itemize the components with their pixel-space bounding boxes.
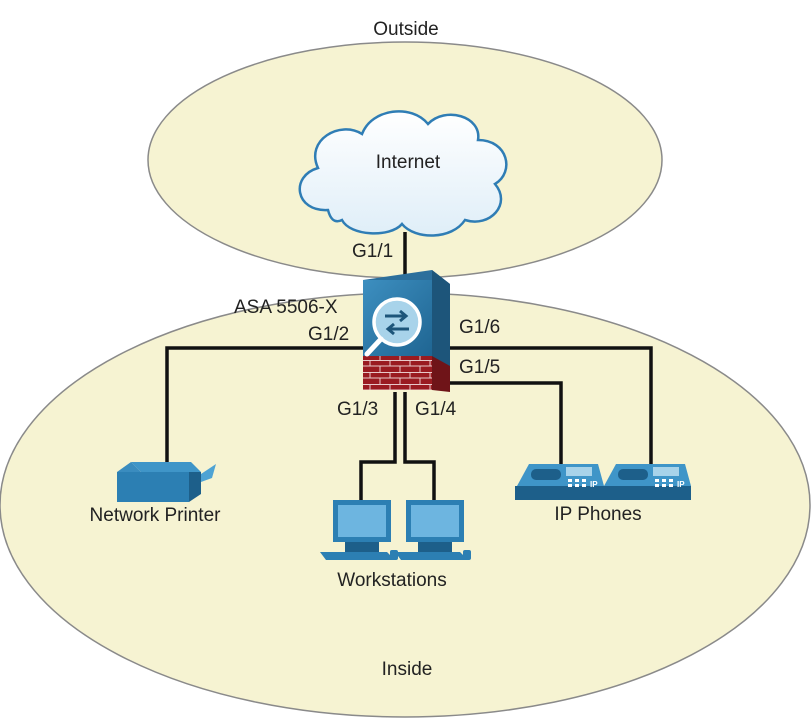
workstation-icon [320,500,398,560]
port-label-g1-6: G1/6 [459,317,501,338]
workstation-icon [395,500,471,560]
link-g1-2 [165,346,363,470]
ip-phones-label: IP Phones [554,504,642,525]
ip-phone-badge: IP [590,480,598,489]
internet-label: Internet [375,152,441,173]
port-label-g1-2: G1/2 [308,324,350,345]
port-label-g1-1: G1/1 [352,241,394,262]
port-label-g1-5: G1/5 [459,357,501,378]
outside-zone-label: Outside [373,19,439,40]
workstations-label: Workstations [337,570,447,591]
link-g1-3 [359,392,397,500]
port-label-g1-3: G1/3 [337,399,379,420]
internet-cloud [298,110,508,237]
ip-phone-icon: IP [515,464,604,500]
network-links [165,232,653,500]
link-g1-5 [440,381,563,468]
port-label-g1-4: G1/4 [415,399,457,420]
ip-phone-badge: IP [677,480,685,489]
ip-phone-icon: IP [602,464,691,500]
asa-firewall-icon [363,270,450,392]
firewall-label: ASA 5506-X [234,297,338,318]
link-g1-6 [440,346,653,468]
network-printer-icon [117,462,216,502]
inside-zone-label: Inside [381,659,433,680]
link-g1-4 [403,392,436,500]
printer-label: Network Printer [89,505,221,526]
